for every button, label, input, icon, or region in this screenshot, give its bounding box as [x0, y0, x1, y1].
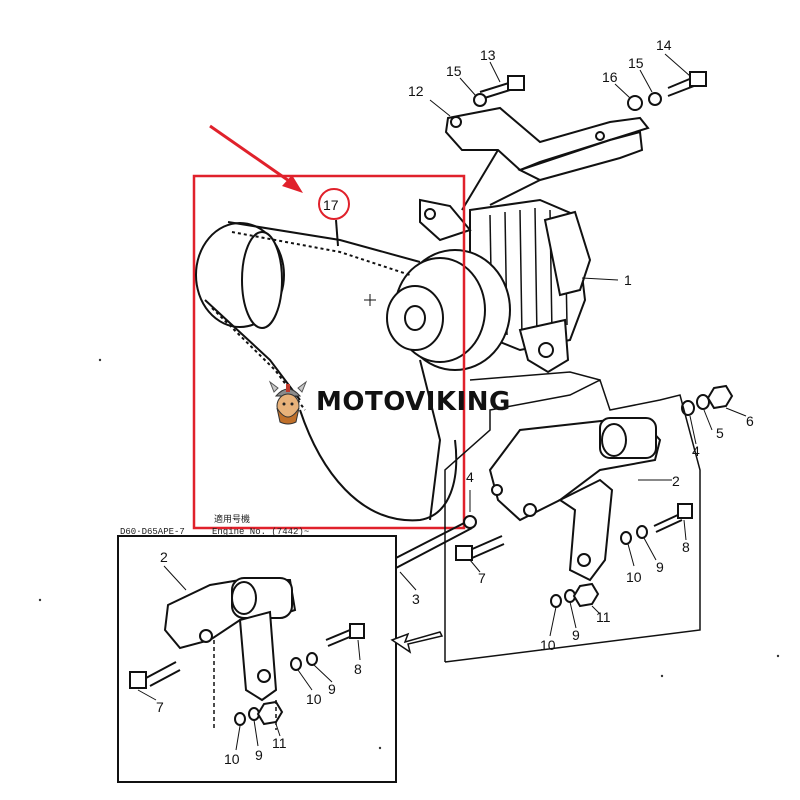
inset-caption: 適用号機 D60·D65APE-7 Engine No. (7442)~ [120, 513, 309, 537]
leader-lines [137, 53, 747, 751]
callout-16: 16 [602, 69, 618, 85]
v-belt [195, 219, 458, 522]
callout-9-upper: 9 [656, 559, 664, 575]
watermark-text: MOTOVIKING [316, 387, 511, 417]
callout-5: 5 [716, 425, 724, 441]
callout-11: 11 [596, 609, 611, 625]
callout-3: 3 [412, 591, 420, 607]
model-label: D60·D65APE-7 [120, 527, 185, 537]
alternator [386, 198, 592, 374]
callout-14: 14 [656, 37, 672, 53]
callout-10-upper: 10 [626, 569, 642, 585]
callout-12: 12 [408, 83, 424, 99]
callout-9-lower: 9 [572, 627, 580, 643]
callout-17: 17 [323, 197, 339, 213]
viking-head-icon [268, 380, 308, 425]
callout-7: 7 [478, 570, 486, 586]
callout-15-right: 15 [628, 55, 644, 71]
watermark-banner: MOTOVIKING [268, 374, 536, 430]
callout-11-inset: 11 [272, 735, 287, 751]
callout-8-inset: 8 [354, 661, 362, 677]
callout-13: 13 [480, 47, 496, 63]
callout-15-left: 15 [446, 63, 462, 79]
applicable-serial-header: 適用号機 [214, 513, 250, 525]
callout-6: 6 [746, 413, 754, 429]
highlight-frame [192, 124, 466, 530]
callout-10-inset-lower: 10 [224, 751, 240, 767]
callout-10-lower: 10 [540, 637, 556, 653]
callout-2-inset: 2 [160, 549, 168, 565]
callout-1: 1 [624, 272, 632, 288]
engine-number-label: Engine No. (7442)~ [212, 527, 309, 537]
callout-7-inset: 7 [156, 699, 164, 715]
callout-10-inset: 10 [306, 691, 322, 707]
callout-9-inset: 9 [328, 681, 336, 697]
callout-4-right: 4 [692, 443, 700, 459]
callout-2: 2 [672, 473, 680, 489]
callout-labels: 1 2 2 3 4 4 5 6 7 7 8 8 9 9 9 9 10 10 10… [156, 37, 754, 767]
reference-arrow [390, 631, 444, 654]
detail-outline [444, 371, 701, 663]
inset-detail [117, 535, 397, 783]
upper-bracket-assembly [444, 71, 707, 211]
callout-4: 4 [466, 469, 474, 485]
mount-bracket-assembly [488, 416, 662, 582]
callout-9-inset-lower: 9 [255, 747, 263, 763]
scan-specks [38, 358, 780, 750]
callout-8: 8 [682, 539, 690, 555]
